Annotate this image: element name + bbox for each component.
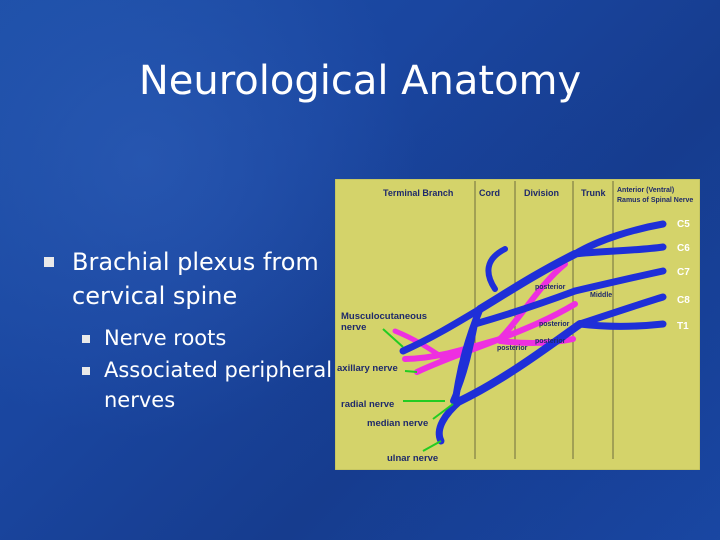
sub-bullet-item: Nerve roots [82,323,344,353]
label-radial-nerve: radial nerve [341,399,394,410]
root-label-c8: C8 [677,295,690,306]
label-trunk-middle: Middle [590,292,612,299]
root-label-c7: C7 [677,267,690,278]
header-terminal-branch: Terminal Branch [383,188,453,198]
label-axillary-nerve: axillary nerve [337,363,398,374]
bullet-list: Brachial plexus from cervical spine Nerv… [44,245,344,415]
root-label-t1: T1 [677,321,689,332]
label-division-posterior-1: posterior [535,284,566,291]
header-trunk: Trunk [581,188,606,198]
square-bullet-icon [44,257,54,267]
square-bullet-icon [82,367,90,375]
label-division-posterior-2: posterior [539,321,570,328]
sub-bullet-item: Associated peripheral nerves [82,355,344,415]
header-ramus-line1: Anterior (Ventral) [617,187,674,194]
header-division: Division [524,188,559,198]
header-cord: Cord [479,188,500,198]
slide-title: Neurological Anatomy [0,58,720,104]
label-musculocutaneous-line1: Musculocutaneous [341,311,427,322]
label-division-posterior-3: posterior [535,338,566,345]
bullet-item: Brachial plexus from cervical spine [44,245,344,313]
root-label-c5: C5 [677,219,690,230]
label-cord-posterior: posterior [497,345,528,352]
bullet-text: Brachial plexus from cervical spine [72,245,344,313]
sub-bullet-text: Nerve roots [104,323,226,353]
label-median-nerve: median nerve [367,418,428,429]
header-ramus-line2: Ramus of Spinal Nerve [617,197,693,204]
square-bullet-icon [82,335,90,343]
sub-bullet-text: Associated peripheral nerves [104,355,344,415]
label-musculocutaneous-line2: nerve [341,322,366,333]
root-label-c6: C6 [677,243,690,254]
label-ulnar-nerve: ulnar nerve [387,453,438,464]
brachial-plexus-diagram: Terminal Branch Cord Division Trunk Ante… [335,179,700,470]
